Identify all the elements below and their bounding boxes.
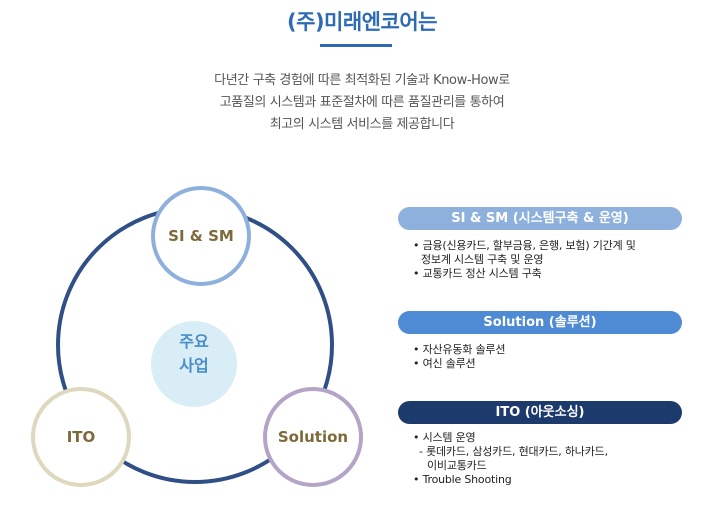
si-sm-list: • 금융(신용카드, 할부금융, 은행, 보험) 기간계 및 정보계 시스템 구… (413, 239, 698, 281)
intro-line: 고품질의 시스템과 표준절차에 따른 품질관리를 통하여 (219, 95, 505, 110)
list-item: • 교통카드 정산 시스템 구축 (413, 267, 542, 280)
intro-line: 다년간 구축 경험에 따른 최적화된 기술과 Know-How로 (214, 73, 510, 88)
si-sm-node (151, 186, 251, 286)
list-item: • 자산유동화 솔루션 (413, 343, 506, 356)
solution-node-label: Solution (277, 428, 349, 446)
center-label-line: 주요 (179, 332, 209, 351)
ito-node-label: ITO (66, 428, 96, 446)
center-label: 주요 사업 (152, 330, 236, 378)
list-item: • 시스템 운영 (413, 431, 476, 444)
center-circle (151, 321, 237, 407)
title-underline (320, 44, 392, 47)
intro-line: 최고의 시스템 서비스를 제공합니다 (269, 117, 455, 132)
list-item: • 여신 솔루션 (413, 357, 476, 370)
list-item: 정보계 시스템 구축 및 운영 (421, 253, 544, 266)
ito-heading: ITO (아웃소싱) (398, 401, 682, 424)
page-title: (주)미래엔코어는 (287, 10, 437, 34)
ito-node (31, 387, 131, 487)
si-sm-node-label: SI & SM (168, 227, 234, 245)
center-label-line: 사업 (179, 356, 209, 375)
solution-node (263, 387, 363, 487)
solution-heading: Solution (솔루션) (398, 311, 682, 334)
ito-list: • 시스템 운영 - 롯데카드, 삼성카드, 현대카드, 하나카드, 이비교통카… (413, 431, 698, 487)
si-sm-heading: SI & SM (시스템구축 & 운영) (398, 207, 682, 230)
list-item: • Trouble Shooting (413, 473, 512, 486)
intro-text: 다년간 구축 경험에 따른 최적화된 기술과 Know-How로 고품질의 시스… (0, 70, 724, 136)
list-item: 이비교통카드 (427, 459, 487, 472)
list-item: • 금융(신용카드, 할부금융, 은행, 보험) 기간계 및 (413, 239, 636, 252)
list-item: - 롯데카드, 삼성카드, 현대카드, 하나카드, (419, 445, 608, 458)
solution-list: • 자산유동화 솔루션 • 여신 솔루션 (413, 343, 698, 371)
